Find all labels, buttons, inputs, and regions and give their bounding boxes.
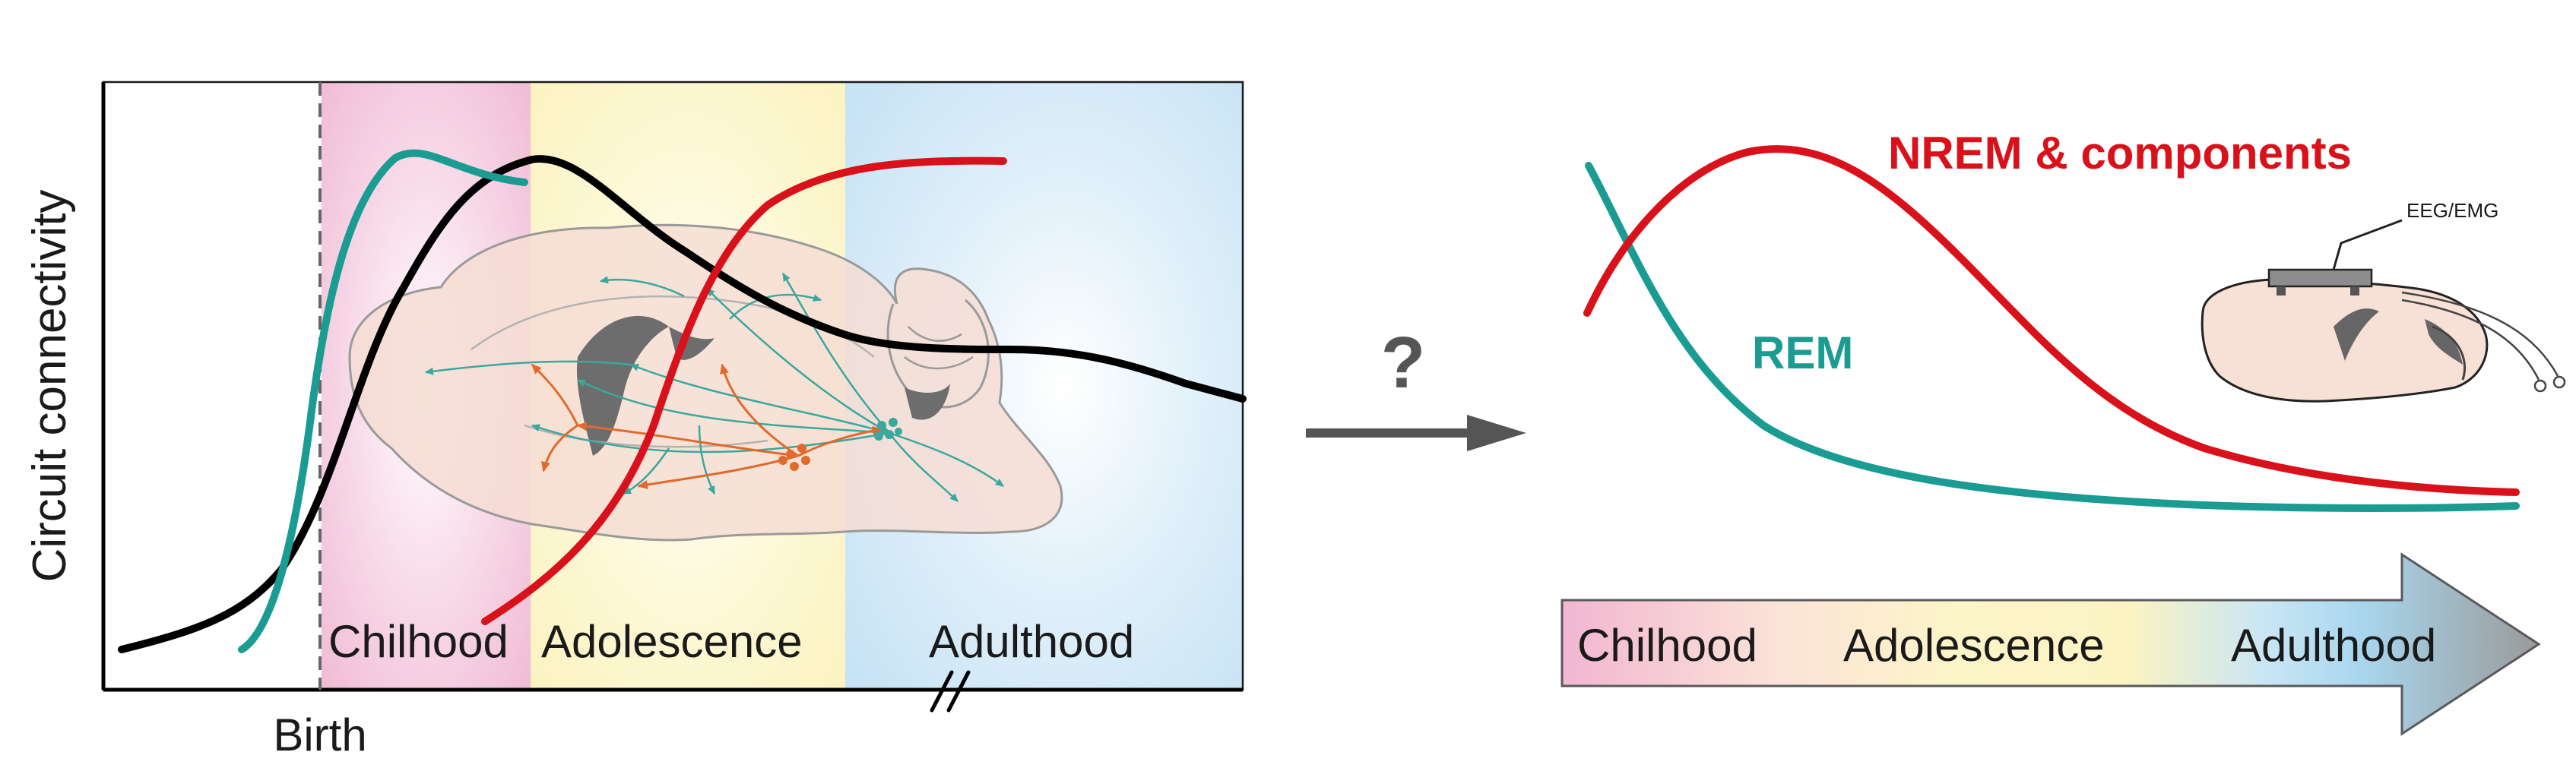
brain-illustration <box>348 223 1063 542</box>
nrem-label: NREM & components <box>1888 128 2352 179</box>
transition-arrow: ? <box>1306 322 1526 451</box>
y-axis-label: Circuit connectivity <box>24 190 76 583</box>
stage-label-adolescence: Adolescence <box>541 616 803 667</box>
axis-break-icon <box>930 670 971 713</box>
teal-neuron-cluster <box>874 418 902 441</box>
timeline-label-childhood: Chilhood <box>1577 620 1757 671</box>
eeg-headmount <box>2267 268 2373 288</box>
nrem-curve <box>1583 145 2520 496</box>
timeline-label-adolescence: Adolescence <box>1843 620 2105 671</box>
stage-label-childhood: Chilhood <box>328 616 509 667</box>
right-panel: NREM & components REM EEG/EMG Chilhood A… <box>1560 128 2566 736</box>
black-connectivity-curve <box>118 155 1247 653</box>
timeline-arrow <box>1560 552 2541 736</box>
stage-label-adulthood: Adulthood <box>929 616 1134 667</box>
timeline-label-adulthood: Adulthood <box>2231 620 2436 671</box>
eeg-emg-label: EEG/EMG <box>2406 199 2498 222</box>
birth-label: Birth <box>273 710 366 760</box>
orange-neuron-cluster <box>778 444 810 471</box>
arrow-head-icon <box>1467 415 1526 451</box>
rem-curve <box>1585 162 2520 512</box>
eeg-mouse-illustration <box>2201 219 2566 403</box>
teal-connectivity-curve <box>238 149 528 653</box>
left-panel: Chilhood Adolescence Adulthood Circuit c… <box>24 81 1247 760</box>
rem-label: REM <box>1752 327 1853 378</box>
question-mark: ? <box>1381 322 1426 403</box>
red-connectivity-curve <box>481 156 1007 625</box>
